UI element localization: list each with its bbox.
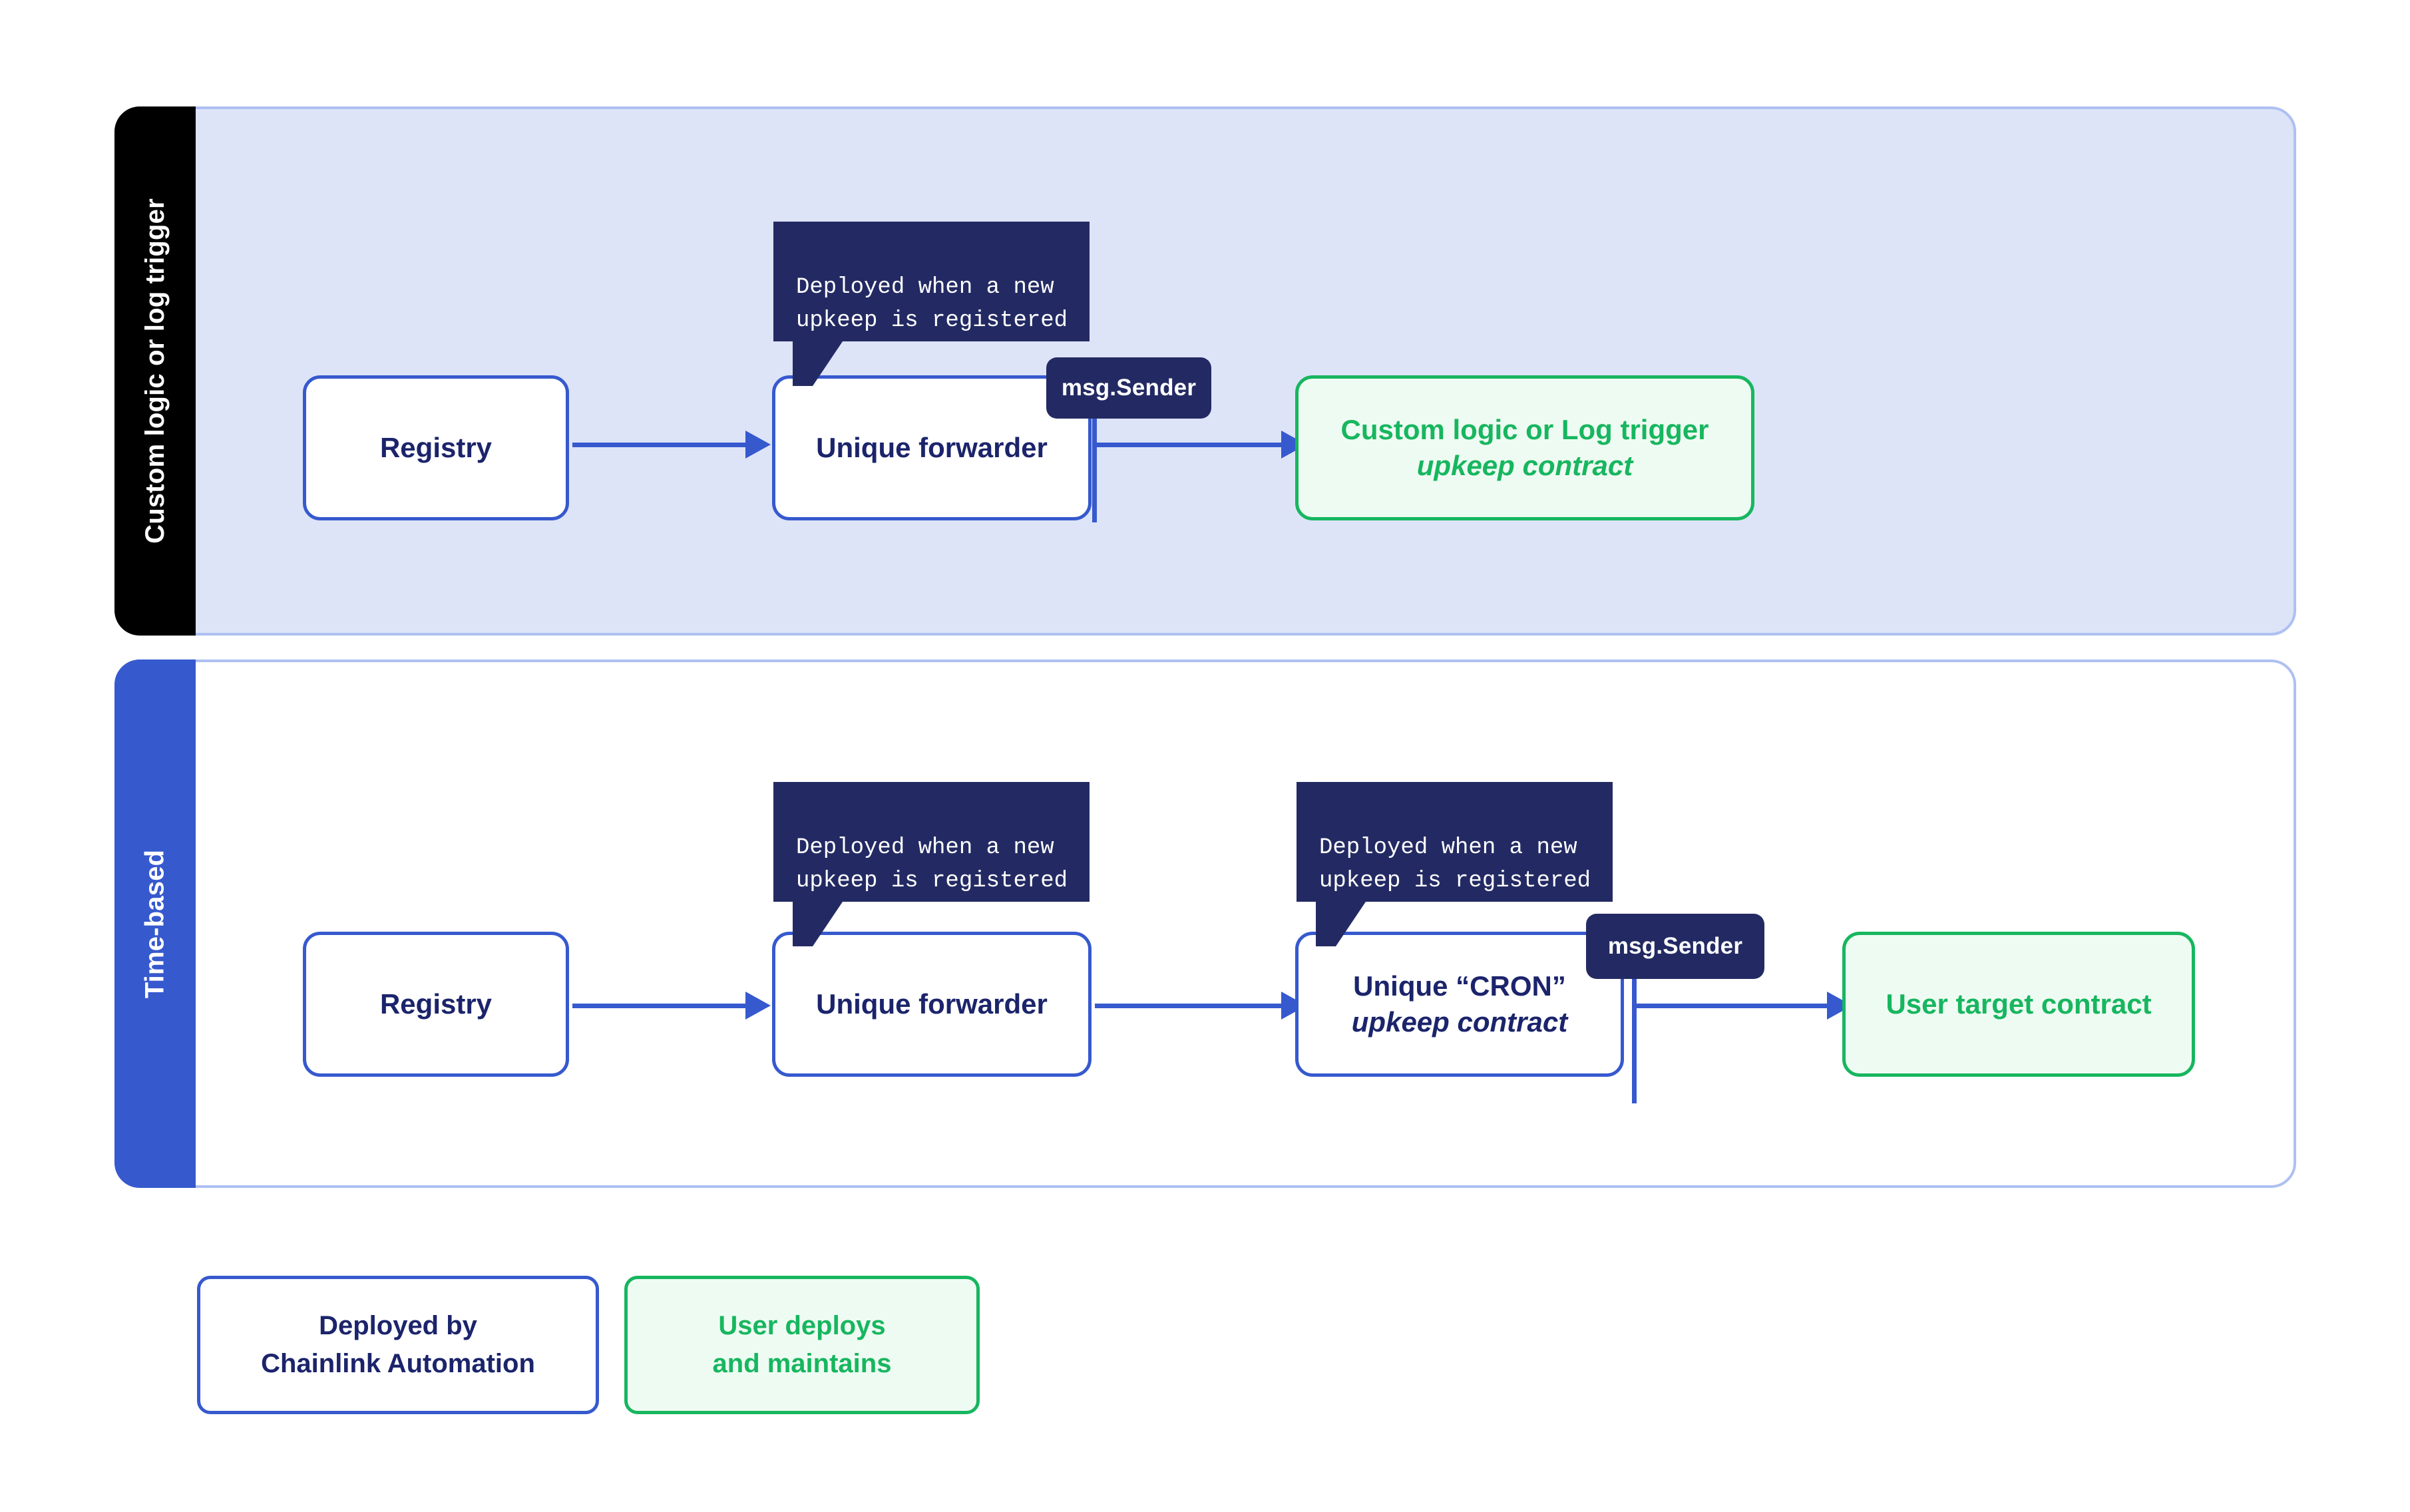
badge-msg-sender-label: msg.Sender xyxy=(1061,375,1197,401)
tooltip-forwarder-custom-logic: Deployed when a new upkeep is registered xyxy=(773,222,1090,341)
legend-item-user-deploys-and-maintains: User deploys and maintains xyxy=(624,1276,980,1414)
panel-time-based xyxy=(114,660,2296,1188)
node-registry-custom-logic[interactable]: Registry xyxy=(303,375,569,520)
node-unique-cron-line2: upkeep contract xyxy=(1351,1006,1568,1038)
connector-registry-to-forwarder-line-time xyxy=(572,1004,749,1008)
node-unique-forwarder-label-time: Unique forwarder xyxy=(816,988,1048,1020)
connector-registry-to-forwarder-arrowhead xyxy=(745,431,771,459)
node-unique-forwarder-label: Unique forwarder xyxy=(816,432,1048,464)
connector-forwarder-to-upkeep-line xyxy=(1095,443,1288,447)
node-unique-cron-upkeep-contract[interactable]: Unique “CRON” upkeep contract xyxy=(1295,932,1624,1077)
legend-blue-line2: Chainlink Automation xyxy=(261,1349,535,1378)
badge-msg-sender-time-based: msg.Sender xyxy=(1586,914,1764,979)
tooltip-cron-text: Deployed when a new upkeep is registered xyxy=(1319,835,1591,894)
connector-registry-to-forwarder-line xyxy=(572,443,749,447)
badge-msg-sender-custom-logic: msg.Sender xyxy=(1046,357,1211,419)
legend-green-line1: User deploys xyxy=(718,1311,886,1341)
sidebar-time-based: Time-based xyxy=(114,660,196,1188)
legend-item-deployed-by-chainlink-automation: Deployed by Chainlink Automation xyxy=(197,1276,599,1414)
connector-cron-to-target-line xyxy=(1634,1004,1834,1008)
tooltip-cron-time-based: Deployed when a new upkeep is registered xyxy=(1297,782,1613,902)
tooltip-forwarder-time-based: Deployed when a new upkeep is registered xyxy=(773,782,1090,902)
node-unique-forwarder-time-based[interactable]: Unique forwarder xyxy=(772,932,1092,1077)
tooltip-forwarder-tail xyxy=(793,341,843,386)
node-upkeep-contract-line1: Custom logic or Log trigger xyxy=(1340,414,1709,446)
node-user-target-contract[interactable]: User target contract xyxy=(1842,932,2195,1077)
sidebar-label-custom-logic: Custom logic or log trigger xyxy=(140,198,170,544)
tooltip-forwarder-text-time: Deployed when a new upkeep is registered xyxy=(796,835,1068,894)
connector-forwarder-to-cron-line xyxy=(1095,1004,1288,1008)
tooltip-forwarder-tail-time xyxy=(793,902,843,946)
node-registry-time-based[interactable]: Registry xyxy=(303,932,569,1077)
tooltip-forwarder-text: Deployed when a new upkeep is registered xyxy=(796,275,1068,333)
node-unique-cron-line1: Unique “CRON” xyxy=(1353,970,1566,1002)
tooltip-cron-tail xyxy=(1316,902,1366,946)
legend-blue-line1: Deployed by xyxy=(319,1311,477,1341)
badge-stem-cron xyxy=(1632,960,1637,1103)
node-registry-label: Registry xyxy=(379,432,493,464)
sidebar-custom-logic-or-log-trigger: Custom logic or log trigger xyxy=(114,106,196,636)
sidebar-label-time-based: Time-based xyxy=(140,849,170,998)
connector-registry-to-forwarder-arrowhead-time xyxy=(745,992,771,1020)
node-upkeep-contract-line2: upkeep contract xyxy=(1416,450,1633,481)
node-unique-forwarder-custom-logic[interactable]: Unique forwarder xyxy=(772,375,1092,520)
badge-stem-forwarder xyxy=(1092,399,1097,522)
legend-green-line2: and maintains xyxy=(712,1349,892,1378)
node-registry-label-time: Registry xyxy=(379,988,493,1020)
node-user-target-contract-label: User target contract xyxy=(1886,988,2152,1020)
node-upkeep-contract-custom-logic[interactable]: Custom logic or Log trigger upkeep contr… xyxy=(1295,375,1754,520)
badge-msg-sender-label-time: msg.Sender xyxy=(1607,933,1743,959)
